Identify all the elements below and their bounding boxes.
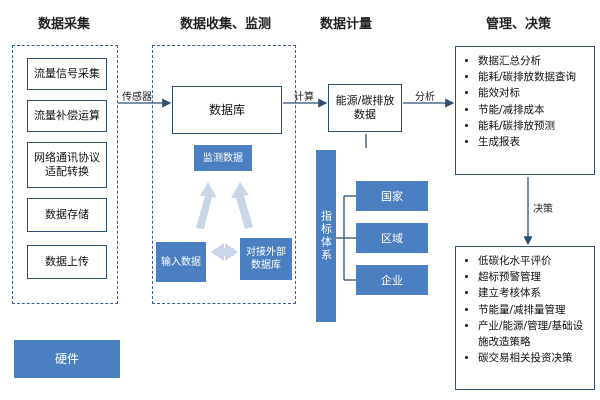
analysis-item: 能效对标: [478, 85, 590, 101]
input-data-box: 输入数据: [156, 242, 206, 282]
indicator-system-box: 指标体系: [316, 150, 336, 322]
monitor-data-box: 监测数据: [194, 145, 252, 171]
decision-item: 建立考核体系: [478, 285, 590, 301]
decision-list-box: 低碳化水平评价 超标预警管理 建立考核体系 节能量/减排量管理 产业/能源/管理…: [455, 246, 595, 390]
external-database-box: 对接外部数据库: [240, 238, 292, 280]
collection-item: 流量信号采集: [27, 58, 107, 90]
cycle-arrows: [196, 182, 253, 261]
energy-carbon-data-box: 能源/碳排放数据: [328, 84, 402, 132]
decision-item: 产业/能源/管理/基础设施改造策略: [478, 318, 590, 350]
analysis-item: 节能/减排成本: [478, 102, 590, 118]
hardware-box: 硬件: [14, 340, 120, 378]
indicator-national-box: 国家: [356, 181, 428, 211]
analysis-item: 数据汇总分析: [478, 53, 590, 69]
decision-label: 决策: [533, 204, 553, 215]
collection-item: 流量补偿运算: [27, 100, 107, 132]
collection-item: 网络通讯协议适配转换: [27, 142, 107, 188]
collection-group: [12, 45, 118, 304]
decision-item: 低碳化水平评价: [478, 253, 590, 269]
decision-item: 碳交易相关投资决策: [478, 350, 590, 366]
collection-item: 数据上传: [27, 245, 107, 279]
indicator-enterprise-box: 企业: [356, 265, 428, 295]
analysis-list: 数据汇总分析 能耗/碳排放数据查询 能效对标 节能/减排成本 能耗/碳排放预测 …: [460, 53, 590, 150]
header-management: 管理、决策: [486, 17, 552, 32]
collection-item: 数据存储: [27, 198, 107, 232]
header-gather-monitor: 数据收集、监测: [180, 17, 272, 32]
gather-group: [152, 45, 296, 304]
header-metering: 数据计量: [320, 17, 373, 32]
decision-item: 超标预警管理: [478, 269, 590, 285]
sensor-label: 传感器: [122, 92, 152, 103]
decision-list: 低碳化水平评价 超标预警管理 建立考核体系 节能量/减排量管理 产业/能源/管理…: [460, 253, 590, 366]
database-box: 数据库: [172, 86, 282, 134]
analysis-item: 能耗/碳排放预测: [478, 118, 590, 134]
analysis-label: 分析: [415, 92, 435, 103]
indicator-regional-box: 区域: [356, 223, 428, 253]
decision-item: 节能量/减排量管理: [478, 302, 590, 318]
calc-label: 计算: [294, 92, 314, 103]
analysis-list-box: 数据汇总分析 能耗/碳排放数据查询 能效对标 节能/减排成本 能耗/碳排放预测 …: [455, 46, 595, 175]
header-collection: 数据采集: [38, 17, 91, 32]
analysis-item: 能耗/碳排放数据查询: [478, 69, 590, 85]
analysis-item: 生成报表: [478, 134, 590, 150]
